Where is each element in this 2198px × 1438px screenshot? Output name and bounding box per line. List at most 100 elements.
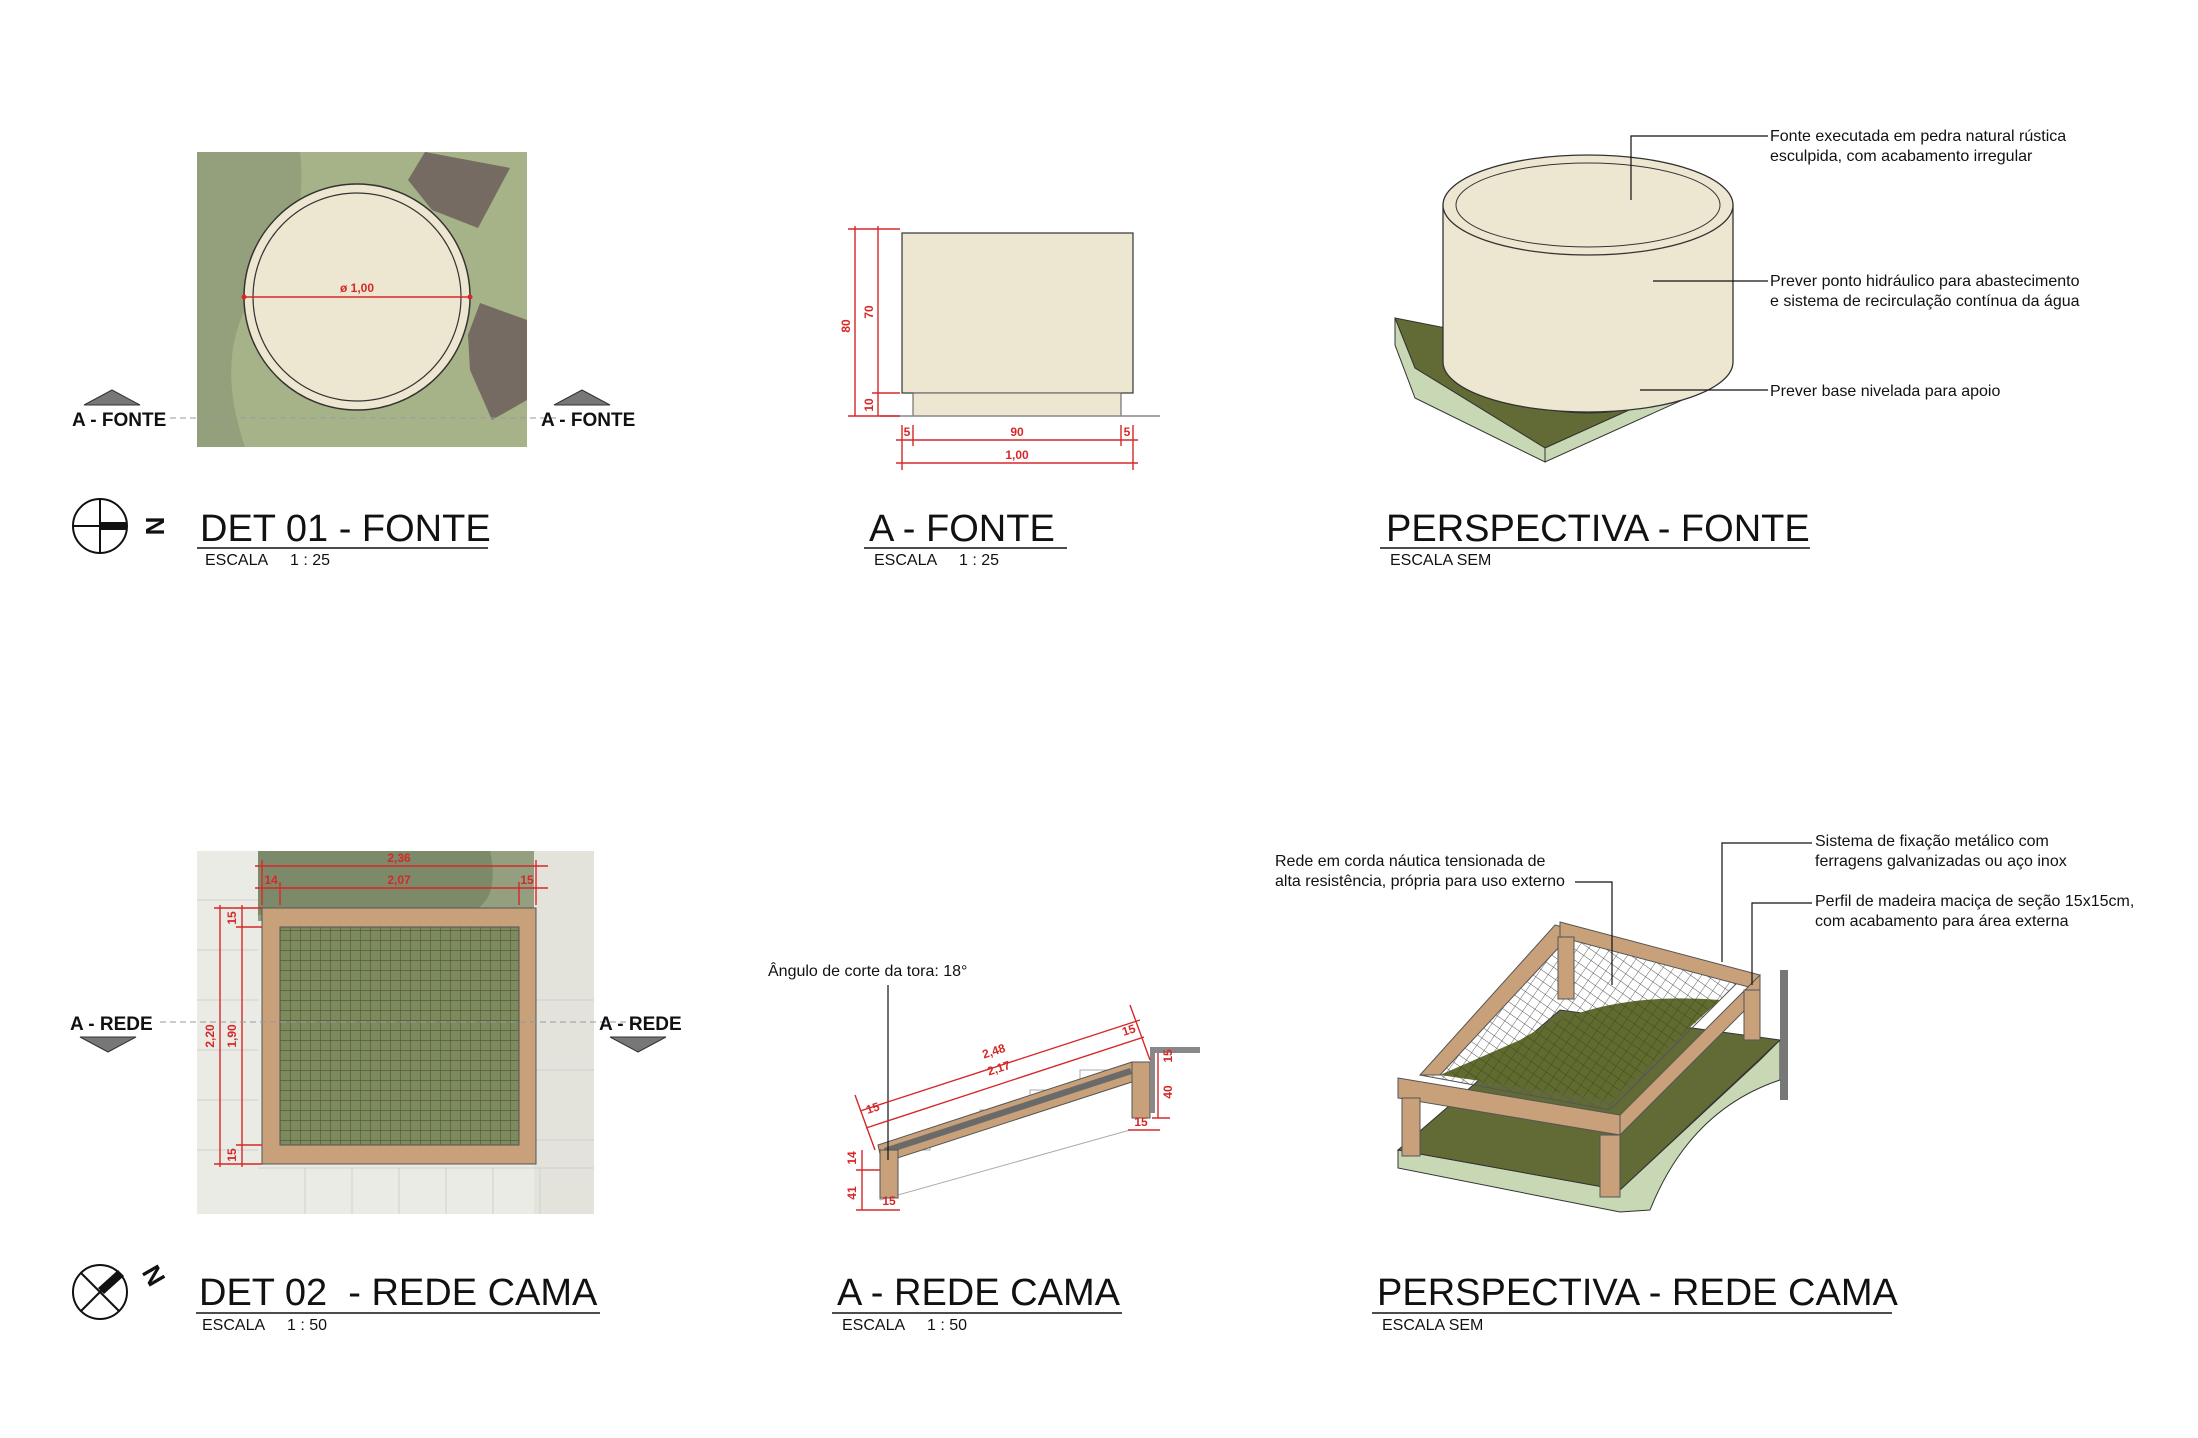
fountain-body: [901, 232, 1134, 394]
fonte-section: 80 70 10 5 90 5 1,00: [839, 226, 1160, 470]
page-title-det01: DET 01 - FONTE: [200, 508, 491, 550]
rede-section-title-block: A - REDE CAMA ESCALA 1 : 50: [832, 1272, 1122, 1334]
cut-marker-left-triangle: [83, 389, 141, 406]
dim-left-base: 15: [882, 1194, 896, 1208]
north-pointer-icon: [100, 522, 126, 530]
scale-label-det01: ESCALA: [205, 552, 268, 569]
dim-body-height: 70: [862, 305, 876, 319]
persp-rede-title-block: PERSPECTIVA - REDE CAMA ESCALA SEM: [1372, 1272, 1899, 1334]
page-title-persp-fonte: PERSPECTIVA - FONTE: [1386, 508, 1810, 550]
dim-slope-length: 2,48: [980, 1041, 1007, 1062]
cut-marker-right-triangle: [553, 389, 611, 406]
dim-right-base: 15: [1134, 1115, 1148, 1129]
stone-paver-right: [468, 303, 527, 420]
rede-section: Ângulo de corte da tora: 18° 2,48 2,17 1…: [768, 961, 1200, 1211]
post-left: [879, 1149, 899, 1199]
scale-label-persp-fonte: ESCALA SEM: [1390, 552, 1491, 569]
note-fixing-1: Sistema de fixação metálico com: [1815, 833, 2049, 850]
det02-plan: 2,36 2,07 14 15 2,20 1,90 15 15 A - REDE…: [70, 851, 682, 1214]
north-letter-2: N: [136, 1260, 171, 1291]
fonte-perspective: Fonte executada em pedra natural rústica…: [1394, 128, 2080, 463]
north-arrow-1: N: [72, 498, 170, 554]
north-arrow-2: N: [72, 1260, 171, 1320]
dim-overall-width: 2,36: [387, 851, 411, 865]
note-wood-2: com acabamento para área externa: [1815, 913, 2069, 930]
fountain-cylinder: [1442, 204, 1734, 413]
note-net-2: alta resistência, própria para uso exter…: [1275, 873, 1565, 890]
fountain-top-inner: [1455, 162, 1721, 248]
dim-right-offset: 15: [520, 873, 534, 887]
scale-value-section-rede: 1 : 50: [927, 1317, 967, 1334]
dim-slope-inner: 2,17: [985, 1058, 1012, 1079]
wall-cap: [1150, 1047, 1200, 1053]
note-fonte-material-1: Fonte executada em pedra natural rústica: [1770, 128, 2066, 145]
stone-paver-top: [408, 152, 510, 228]
scale-value-section-fonte: 1 : 25: [959, 552, 999, 569]
scale-value-det01: 1 : 25: [290, 552, 330, 569]
north-letter: N: [140, 517, 170, 536]
wood-frame-perspective: [1397, 921, 1761, 1198]
det02-title-block: DET 02 - REDE CAMA ESCALA 1 : 50: [196, 1272, 600, 1334]
dim-inner-width: 90: [1010, 425, 1024, 439]
dim-bottom-offset: 15: [225, 1148, 239, 1162]
note-fonte-hydraulic-2: e sistema de recirculação contínua da ág…: [1770, 293, 2080, 310]
north-circle-icon-2: [72, 1264, 128, 1320]
hammock-mesh: [279, 926, 520, 1146]
scale-label-section-fonte: ESCALA: [874, 552, 937, 569]
scale-label-section-rede: ESCALA: [842, 1317, 905, 1334]
det01-title-block: DET 01 - FONTE ESCALA 1 : 25: [197, 508, 491, 569]
post-right: [1131, 1061, 1151, 1119]
page-title-det02: DET 02 - REDE CAMA: [199, 1272, 598, 1314]
note-fonte-hydraulic-1: Prever ponto hidráulico para abastecimen…: [1770, 273, 2080, 290]
rede-perspective: Sistema de fixação metálico com ferragen…: [1275, 833, 2134, 1213]
dim-left-mid: 14: [845, 1151, 859, 1165]
dim-total-width: 1,00: [1005, 448, 1029, 462]
scale-value-det02: 1 : 50: [287, 1317, 327, 1334]
hammock-net-belly: [1440, 998, 1720, 1100]
angle-note: Ângulo de corte da tora: 18°: [768, 961, 967, 980]
dim-right-height: 40: [1161, 1085, 1175, 1099]
scale-label-det02: ESCALA: [202, 1317, 265, 1334]
note-fixing-2: ferragens galvanizadas ou aço inox: [1815, 853, 2067, 870]
dim-right-top: 15: [1120, 1021, 1137, 1039]
dim-inner-width-rede: 2,07: [387, 873, 411, 887]
wall: [1150, 1053, 1155, 1113]
cut-label-right-rede: A - REDE: [599, 1014, 682, 1035]
log-beam-strip: [884, 1068, 1132, 1154]
page-title-section-fonte: A - FONTE: [869, 508, 1055, 550]
fountain-top-rim: [1442, 154, 1734, 256]
fonte-section-title-block: A - FONTE ESCALA 1 : 25: [864, 508, 1067, 569]
cut-marker-right-rede: [609, 1036, 667, 1053]
page-title-persp-rede: PERSPECTIVA - REDE CAMA: [1377, 1272, 1899, 1314]
dim-left-low: 41: [845, 1186, 859, 1200]
note-fonte-base: Prever base nivelada para apoio: [1770, 383, 2000, 400]
dim-overall-height: 2,20: [203, 1024, 217, 1048]
dim-base-height: 10: [862, 398, 876, 412]
note-fonte-material-2: esculpida, com acabamento irregular: [1770, 148, 2033, 165]
dim-left-offset: 14: [264, 873, 278, 887]
dim-left-top: 15: [864, 1099, 881, 1117]
diameter-tick-right: [467, 294, 473, 300]
diameter-label: ø 1,00: [340, 281, 374, 295]
dim-total-height: 80: [839, 319, 853, 333]
wall-post: [1780, 970, 1788, 1100]
scale-label-persp-rede: ESCALA SEM: [1382, 1317, 1483, 1334]
fountain-base: [912, 392, 1122, 417]
diameter-tick-left: [241, 294, 247, 300]
cut-label-left-rede: A - REDE: [70, 1014, 153, 1035]
dim-inner-height: 1,90: [225, 1024, 239, 1048]
persp-fonte-title-block: PERSPECTIVA - FONTE ESCALA SEM: [1380, 508, 1810, 569]
cut-label-left: A - FONTE: [72, 410, 166, 431]
note-wood-1: Perfil de madeira maciça de seção 15x15c…: [1815, 893, 2134, 910]
dim-offset-right: 5: [1124, 425, 1131, 439]
det01-plan: ø 1,00 A - FONTE A - FONTE: [72, 152, 635, 447]
note-net-1: Rede em corda náutica tensionada de: [1275, 853, 1546, 870]
dim-offset-left: 5: [904, 425, 911, 439]
dim-top-offset: 15: [225, 911, 239, 925]
cut-marker-left-rede: [79, 1036, 137, 1053]
north-pointer-icon-2: [98, 1270, 124, 1294]
page-title-section-rede: A - REDE CAMA: [837, 1272, 1121, 1314]
cut-label-right: A - FONTE: [541, 410, 635, 431]
dim-right-cap: 15: [1161, 1049, 1175, 1063]
